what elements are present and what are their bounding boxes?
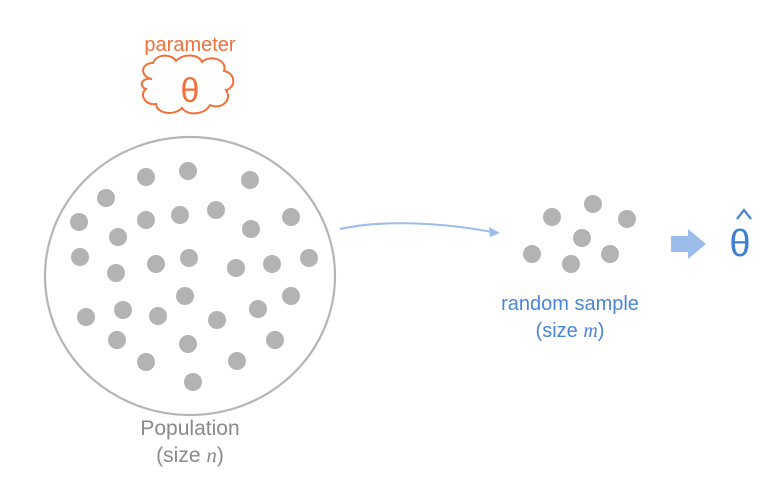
sampling-arrow: [339, 222, 493, 233]
population-dot: [207, 201, 225, 219]
population-dot: [71, 248, 89, 266]
parameter-symbol: θ: [180, 72, 200, 110]
population-dot: [282, 287, 300, 305]
population-label: Population: [140, 417, 240, 440]
population-dot: [108, 331, 126, 349]
sample-dot: [562, 255, 580, 273]
parameter-label: parameter: [144, 34, 236, 56]
population-dot: [171, 206, 189, 224]
population-dot: [179, 162, 197, 180]
sample-dot: [584, 195, 602, 213]
sample-dot: [523, 245, 541, 263]
sample-dot: [601, 245, 619, 263]
estimator-hat-icon: [736, 208, 752, 220]
estimate-arrow: [671, 229, 706, 259]
population-dot: [249, 300, 267, 318]
population-size-variable: n: [206, 443, 217, 467]
population-dots: [70, 162, 318, 391]
sample-size: (size m): [535, 320, 605, 342]
sampling-arrow-head: [489, 227, 500, 237]
population-dot: [282, 208, 300, 226]
population-dot: [242, 220, 260, 238]
sample-label: random sample: [501, 293, 639, 315]
population-dot: [266, 331, 284, 349]
sample-caption: random sample (size m): [470, 291, 670, 345]
population-dot: [149, 307, 167, 325]
population-dot: [77, 308, 95, 326]
population-dot: [147, 255, 165, 273]
parameter-cloud: [140, 54, 235, 115]
population-dot: [179, 335, 197, 353]
population-caption: Population (size n): [90, 415, 290, 469]
population-dot: [180, 249, 198, 267]
sample-dot: [573, 229, 591, 247]
population-dot: [227, 259, 245, 277]
population-dot: [97, 189, 115, 207]
sample-dots: [523, 195, 636, 273]
population-dot: [137, 168, 155, 186]
population-dot: [228, 352, 246, 370]
population-dot: [107, 264, 125, 282]
sample-size-variable: m: [583, 320, 598, 342]
population-circle: [43, 135, 337, 417]
population-size: (size n): [156, 443, 224, 467]
population-dot: [137, 353, 155, 371]
population-dot: [208, 311, 226, 329]
estimator-symbol: θ: [729, 223, 751, 265]
population-dot: [114, 301, 132, 319]
population-dot: [109, 228, 127, 246]
population-dot: [176, 287, 194, 305]
sample-dot: [543, 208, 561, 226]
population-dot: [137, 211, 155, 229]
population-dot: [241, 171, 259, 189]
sample-dot: [618, 210, 636, 228]
population-dot: [70, 213, 88, 231]
population-dot: [300, 249, 318, 267]
population-dot: [263, 255, 281, 273]
population-dot: [184, 373, 202, 391]
